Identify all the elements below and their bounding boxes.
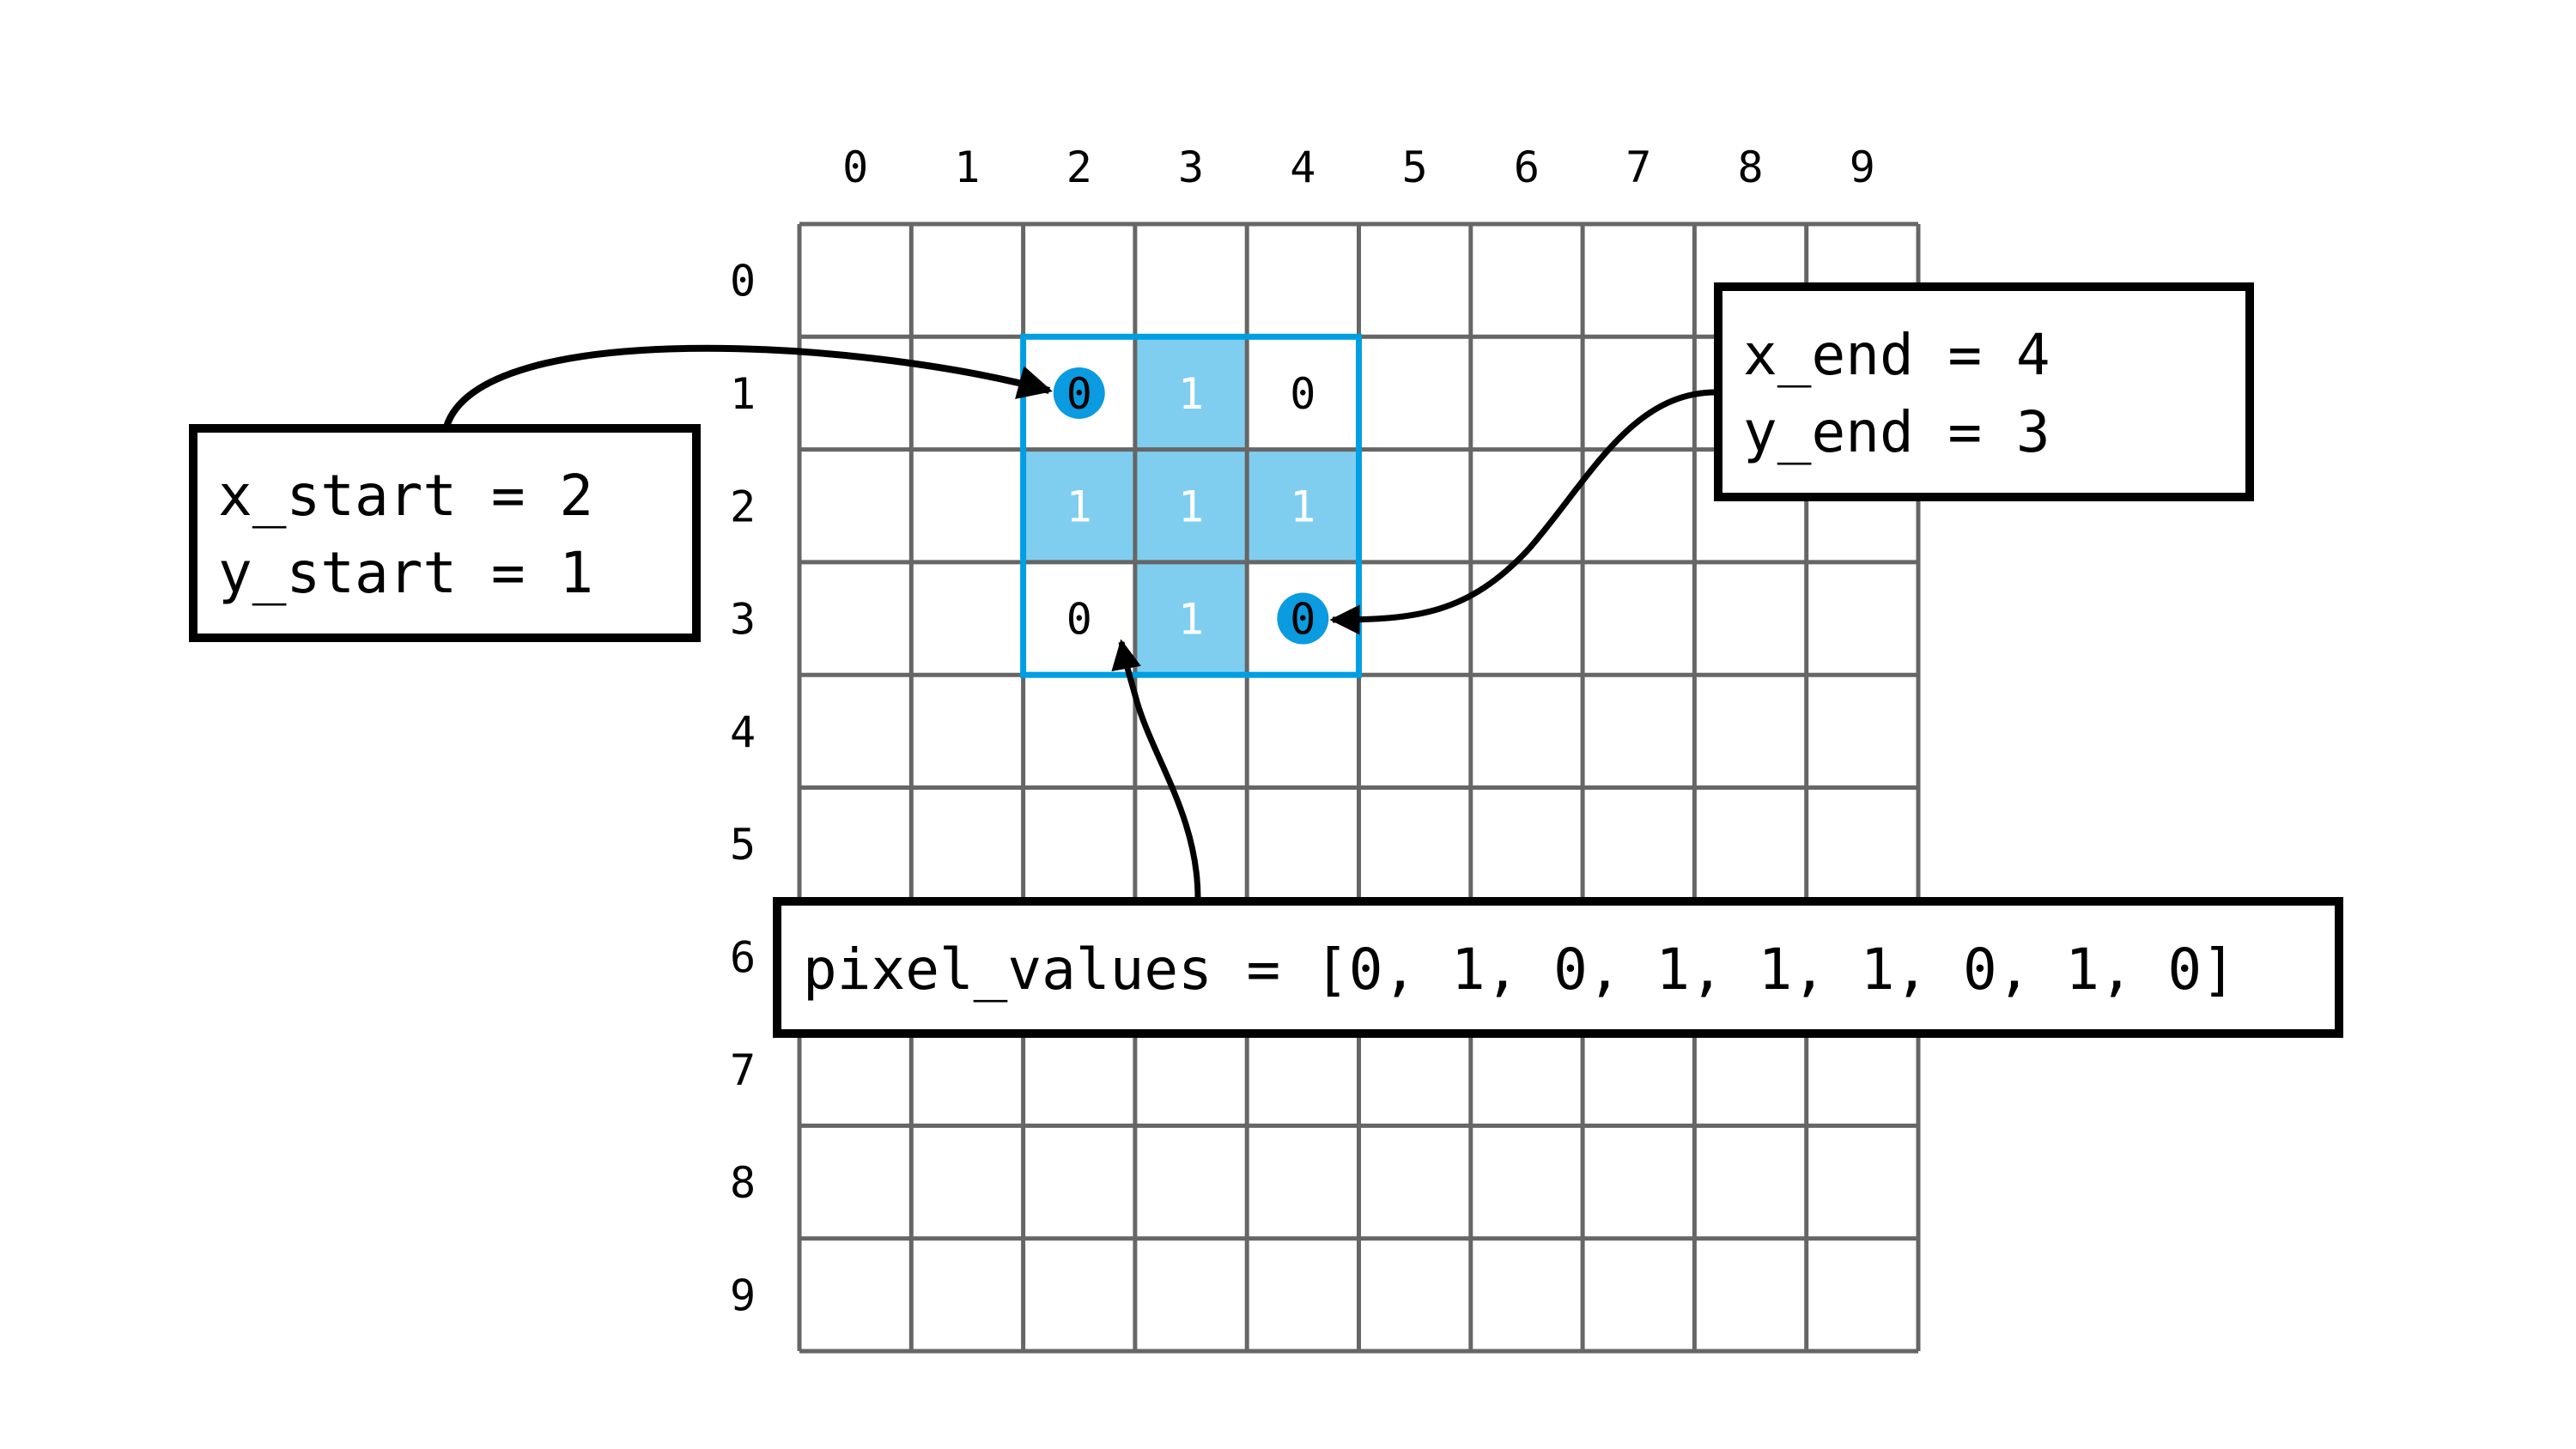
column-label: 6 xyxy=(1514,142,1540,192)
column-label: 8 xyxy=(1737,142,1763,192)
region-cells xyxy=(1023,336,1359,676)
column-label: 1 xyxy=(954,142,980,192)
region-border xyxy=(1020,333,1362,678)
cell-value: 1 xyxy=(1178,482,1204,531)
row-label: 0 xyxy=(730,257,756,306)
cell-value: 1 xyxy=(1178,595,1204,645)
row-label: 3 xyxy=(730,595,756,645)
column-label: 5 xyxy=(1402,142,1428,192)
end-callout: x_end = 4 y_end = 3 xyxy=(1714,282,2254,501)
cell-fill-one xyxy=(1134,336,1248,450)
column-label: 7 xyxy=(1625,142,1651,192)
cell-value: 0 xyxy=(1290,369,1315,419)
pixel-values-arrow xyxy=(1111,639,1201,901)
start-arrow xyxy=(443,344,1053,428)
cell-value: 0 xyxy=(1066,369,1092,419)
row-labels: 0 1 2 3 4 5 6 7 8 9 xyxy=(730,257,756,1321)
cell-value: 1 xyxy=(1178,369,1204,419)
row-label: 7 xyxy=(730,1046,756,1095)
column-labels: 0 1 2 3 4 5 6 7 8 9 xyxy=(842,142,1875,192)
start-marker xyxy=(1053,367,1105,419)
cell-fill-one xyxy=(1134,561,1248,676)
cell-value: 0 xyxy=(1066,595,1092,645)
cell-value: 0 xyxy=(1290,595,1315,645)
cell-value: 1 xyxy=(1290,482,1315,531)
row-label: 9 xyxy=(730,1270,756,1320)
column-label: 3 xyxy=(1178,142,1204,192)
end-arrow xyxy=(1329,389,1719,635)
endpoint-markers xyxy=(1053,367,1329,645)
x-end-label: x_end = 4 xyxy=(1743,322,2050,388)
x-start-label: x_start = 2 xyxy=(218,463,593,529)
region-cell-values: 0 1 0 1 1 1 0 1 0 xyxy=(1066,369,1316,645)
column-label: 4 xyxy=(1290,142,1315,192)
row-label: 6 xyxy=(730,932,756,982)
row-label: 8 xyxy=(730,1158,756,1208)
row-label: 4 xyxy=(730,707,756,757)
cell-fill-one xyxy=(1247,449,1359,562)
row-label: 1 xyxy=(730,369,756,419)
end-marker xyxy=(1277,592,1329,645)
cell-fill-one xyxy=(1134,449,1248,562)
start-callout: x_start = 2 y_start = 1 xyxy=(189,424,701,642)
y-start-label: y_start = 1 xyxy=(218,540,593,606)
column-label: 2 xyxy=(1066,142,1092,192)
cell-fill-one xyxy=(1023,449,1135,562)
row-label: 2 xyxy=(730,482,756,531)
column-label: 9 xyxy=(1850,142,1875,192)
y-end-label: y_end = 3 xyxy=(1743,399,2050,465)
pixel-values-callout: pixel_values = [0, 1, 0, 1, 1, 1, 0, 1, … xyxy=(773,897,2343,1038)
column-label: 0 xyxy=(842,142,868,192)
row-label: 5 xyxy=(730,820,756,870)
pixel-values-label: pixel_values = [0, 1, 0, 1, 1, 1, 0, 1, … xyxy=(803,937,2236,1003)
cell-value: 1 xyxy=(1066,482,1092,531)
